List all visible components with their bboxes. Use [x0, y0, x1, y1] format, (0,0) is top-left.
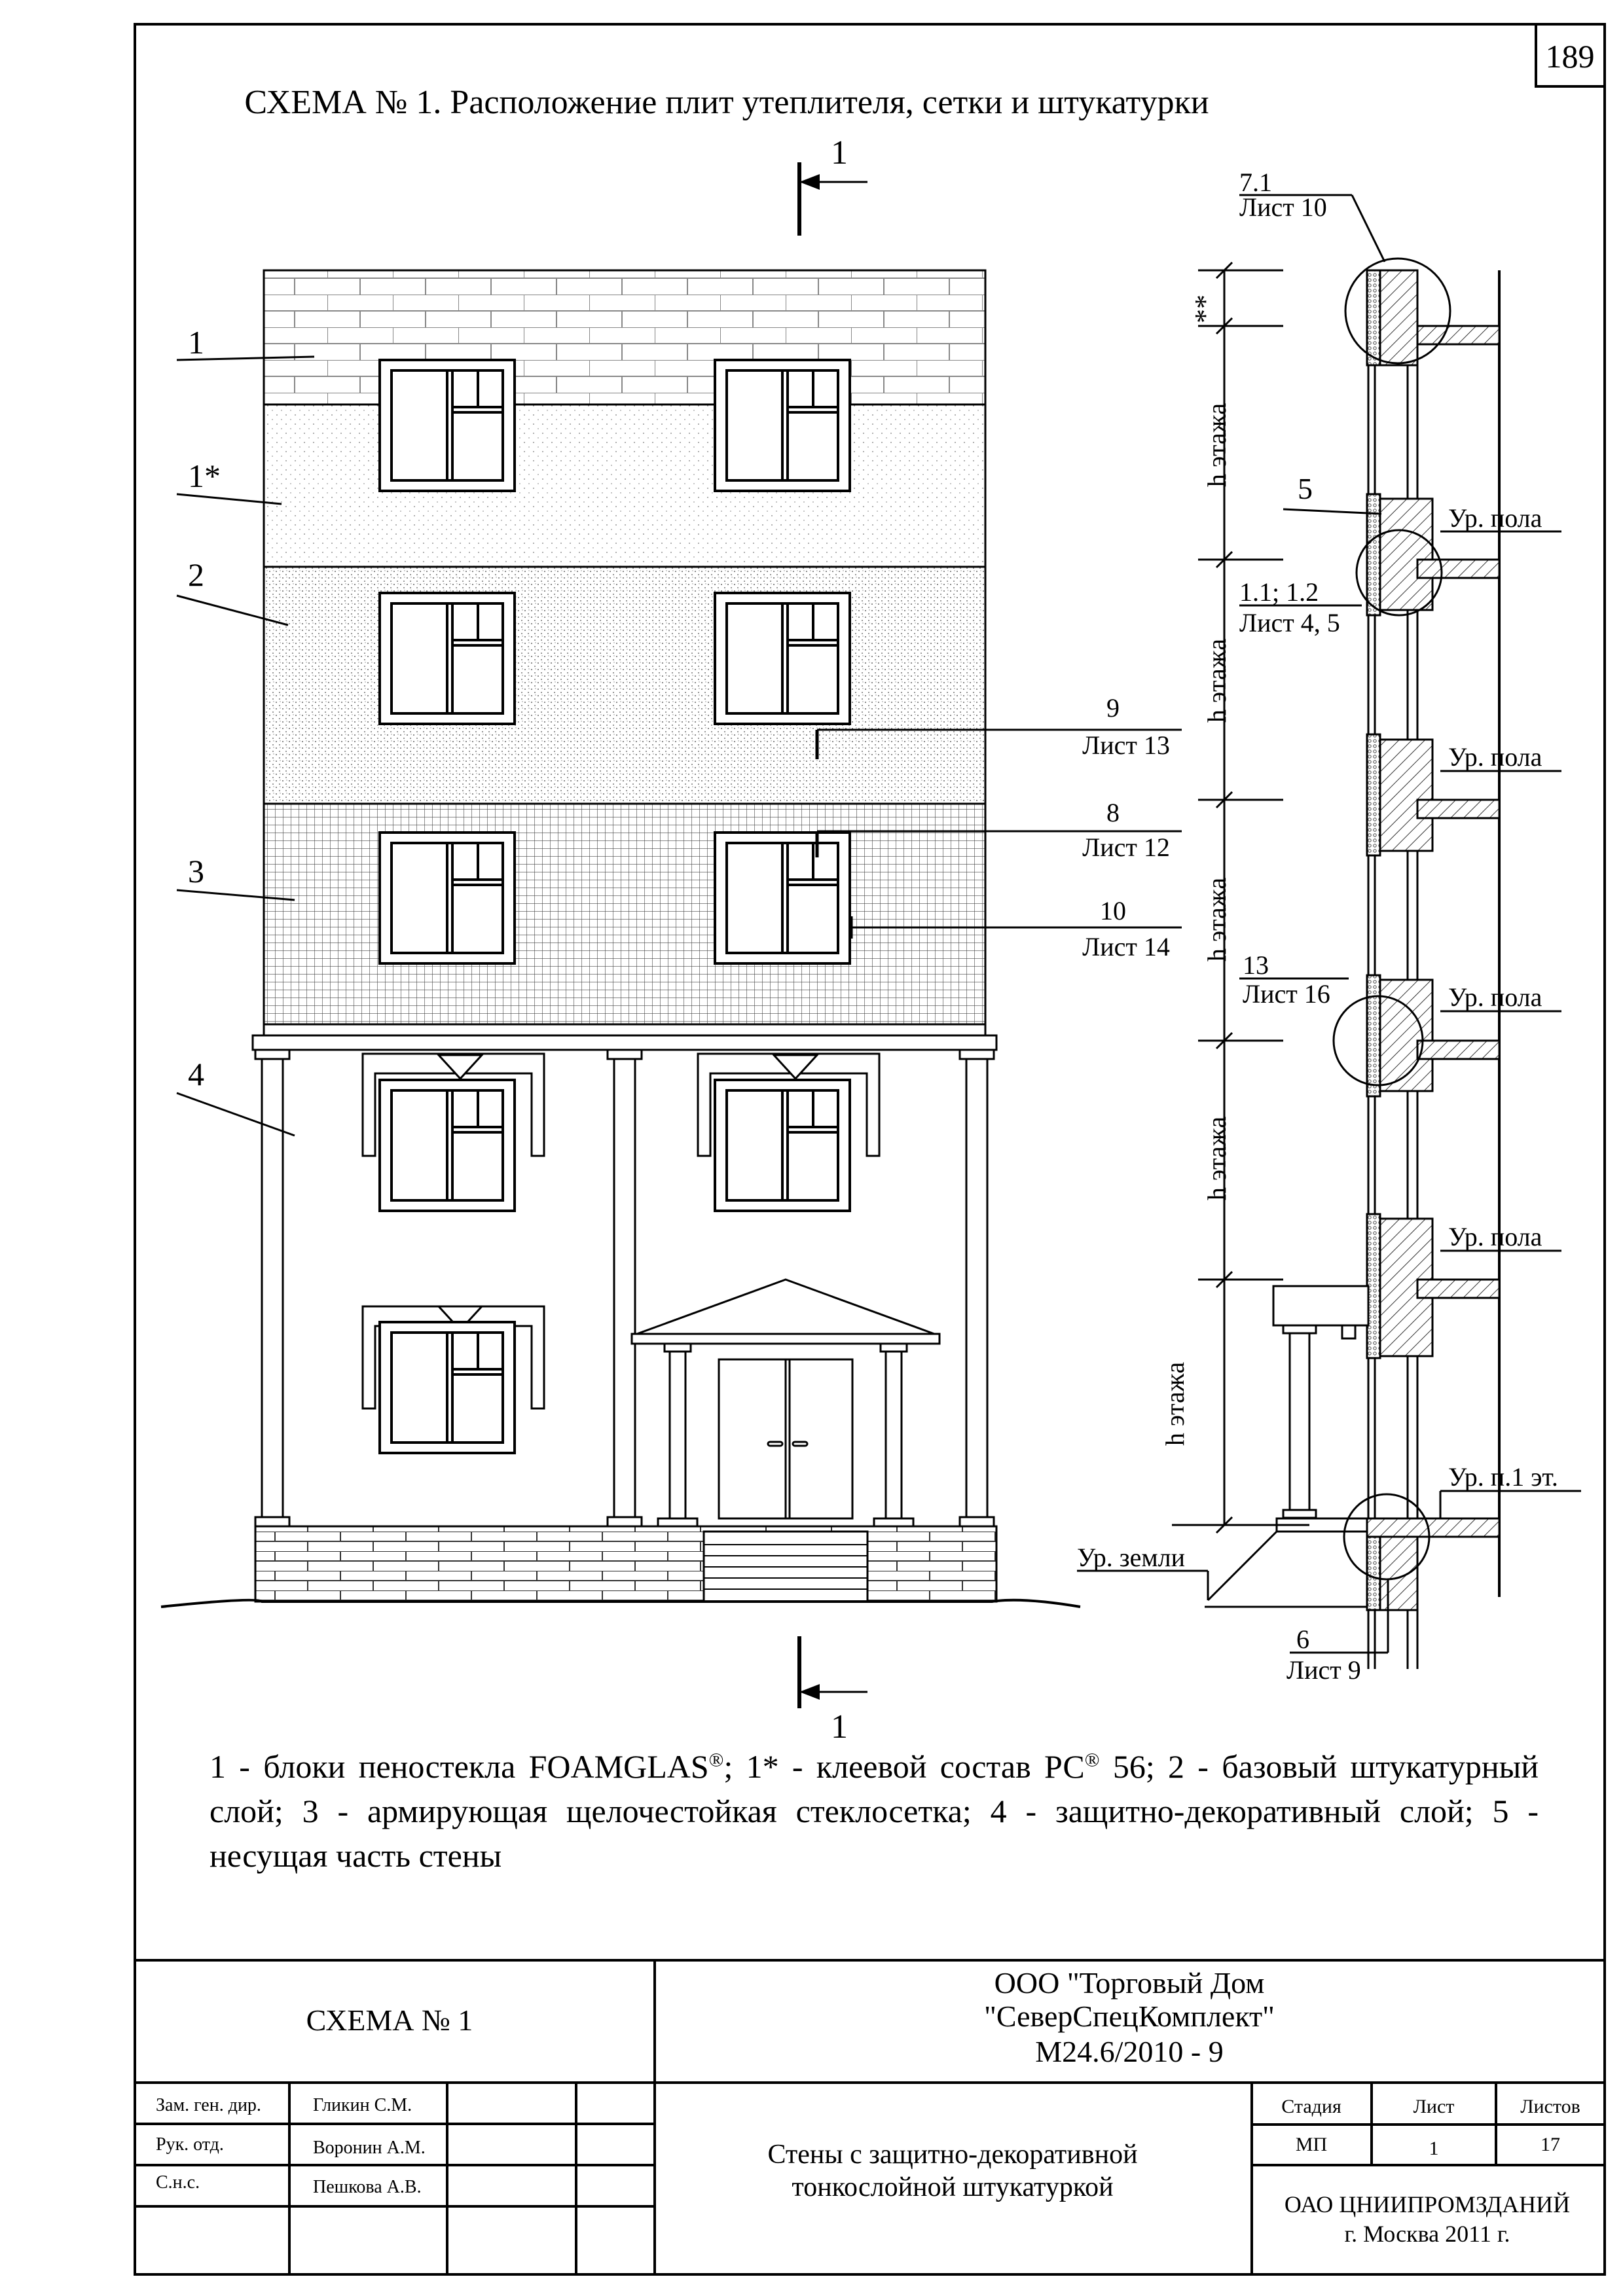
svg-text:Ур. п.1 эт.: Ур. п.1 эт. [1448, 1462, 1558, 1492]
svg-text:Лист: Лист [1413, 2096, 1455, 2117]
entrance-portico [630, 1278, 941, 1530]
cornice [251, 1034, 998, 1051]
svg-text:Стадия: Стадия [1281, 2096, 1341, 2117]
svg-text:Стены с защитно-декоративной: Стены с защитно-декоративной [767, 2140, 1137, 2170]
legend-part-1: 1 - блоки пеностекла FOAMGLAS [210, 1748, 709, 1785]
window [378, 1321, 516, 1454]
svg-text:1*: 1* [188, 457, 221, 494]
svg-text:Лист 16: Лист 16 [1243, 979, 1330, 1009]
window [714, 831, 851, 965]
window [378, 359, 516, 492]
columns [254, 1049, 995, 1528]
page-number-box [1535, 23, 1606, 88]
page-title: СХЕМА № 1. Расположение плит утеплителя,… [244, 84, 1209, 121]
svg-text:h этажа: h этажа [1202, 878, 1231, 962]
svg-text:9: 9 [1106, 693, 1120, 723]
svg-text:**: ** [1189, 295, 1221, 323]
svg-text:7.1: 7.1 [1239, 168, 1272, 197]
mesh-zone [263, 802, 987, 1026]
svg-text:h этажа: h этажа [1160, 1362, 1190, 1446]
svg-text:Ур. пола: Ур. пола [1448, 503, 1542, 533]
svg-text:Лист 4, 5: Лист 4, 5 [1239, 608, 1340, 637]
foamglas-block-zone [263, 269, 987, 406]
window [714, 1079, 851, 1212]
svg-text:1: 1 [1429, 2138, 1439, 2159]
svg-text:Листов: Листов [1520, 2096, 1580, 2117]
adhesive-zone [263, 403, 987, 568]
floor-slab-2 [1366, 733, 1501, 857]
svg-text:2: 2 [188, 556, 204, 593]
window [714, 359, 851, 492]
svg-text:1: 1 [188, 324, 204, 361]
svg-text:Ур. пола: Ур. пола [1448, 1222, 1542, 1251]
svg-text:Зам. ген. дир.: Зам. ген. дир. [156, 2095, 261, 2115]
svg-text:10: 10 [1100, 896, 1126, 925]
window [714, 592, 851, 725]
base-plaster-zone [263, 565, 987, 805]
legend-part-2: ; 1* - клеевой состав РС [723, 1748, 1085, 1785]
svg-text:С.н.с.: С.н.с. [156, 2172, 200, 2193]
svg-text:4: 4 [188, 1056, 204, 1092]
svg-text:ОАО ЦНИИПРОМЗДАНИЙ: ОАО ЦНИИПРОМЗДАНИЙ [1285, 2191, 1570, 2217]
section-mark-top: 1 [797, 134, 867, 236]
svg-text:Ур. пола: Ур. пола [1448, 742, 1542, 772]
page-number: 189 [1546, 38, 1595, 75]
svg-text:Ур. пола: Ур. пола [1448, 982, 1542, 1012]
sheet-frame [134, 23, 1606, 2276]
svg-text:h этажа: h этажа [1202, 1117, 1231, 1201]
svg-text:Ур. земли: Ур. земли [1077, 1543, 1185, 1572]
svg-text:5: 5 [1298, 472, 1313, 505]
svg-text:МП: МП [1296, 2134, 1327, 2155]
canopy [1272, 1285, 1370, 1519]
svg-text:Пешкова А.В.: Пешкова А.В. [313, 2177, 422, 2197]
svg-text:СХЕМА № 1: СХЕМА № 1 [306, 2003, 473, 2037]
window [378, 831, 516, 965]
section-labels: ** h этажа h этажа h этажа h этажа h эта… [1077, 168, 1581, 1685]
ground-line [160, 1598, 1081, 1608]
svg-text:г. Москва 2011 г.: г. Москва 2011 г. [1344, 2221, 1510, 2247]
svg-text:8: 8 [1106, 798, 1120, 827]
svg-text:6: 6 [1296, 1624, 1309, 1654]
facade-callouts: 1 1* 2 3 4 [176, 324, 315, 1137]
wall-section [1172, 257, 1501, 1669]
svg-text:Рук. отд.: Рук. отд. [156, 2134, 224, 2155]
svg-text:Гликин С.М.: Гликин С.М. [313, 2095, 412, 2115]
svg-text:Воронин А.М.: Воронин А.М. [313, 2138, 426, 2158]
svg-text:Лист 13: Лист 13 [1082, 730, 1170, 760]
registered-mark: ® [1084, 1749, 1100, 1771]
svg-text:"СеверСпецКомплект": "СеверСпецКомплект" [984, 2000, 1275, 2033]
registered-mark: ® [708, 1749, 724, 1771]
window [378, 1079, 516, 1212]
svg-text:1: 1 [831, 134, 848, 171]
svg-text:Лист 12: Лист 12 [1082, 833, 1170, 862]
floor-slab-1 [1366, 493, 1501, 617]
legend-part-3: 56; 2 - базовый штукатурный слой; 3 - ар… [210, 1748, 1539, 1874]
building-facade [160, 269, 1081, 1608]
title-block-text: СХЕМА № 1 ООО "Торговый Дом "СеверСпецКо… [156, 1966, 1580, 2247]
svg-text:13: 13 [1243, 950, 1269, 980]
base-detail [1205, 1517, 1501, 1611]
floor-slab-4 [1366, 1213, 1501, 1359]
materials-legend: 1 - блоки пеностекла FOAMGLAS®; 1* - кле… [210, 1744, 1539, 1878]
section-mark-bottom: 1 [797, 1636, 867, 1746]
svg-text:h этажа: h этажа [1202, 403, 1231, 488]
svg-text:1: 1 [831, 1708, 848, 1746]
title-block [135, 1959, 1605, 2274]
svg-text:Лист 9: Лист 9 [1286, 1655, 1361, 1685]
svg-text:1.1; 1.2: 1.1; 1.2 [1239, 577, 1319, 607]
window [378, 592, 516, 725]
svg-text:М24.6/2010 - 9: М24.6/2010 - 9 [1035, 2035, 1224, 2068]
svg-text:17: 17 [1541, 2134, 1560, 2155]
svg-text:Лист 10: Лист 10 [1239, 192, 1327, 222]
svg-text:тонкослойной штукатуркой: тонкослойной штукатуркой [792, 2172, 1113, 2202]
svg-text:ООО "Торговый Дом: ООО "Торговый Дом [994, 1966, 1265, 2000]
facade-detail-refs: 9 Лист 13 8 Лист 12 10 Лист 14 [815, 693, 1182, 961]
svg-text:3: 3 [188, 853, 204, 889]
svg-text:h этажа: h этажа [1202, 639, 1231, 723]
plinth [254, 1525, 998, 1603]
svg-text:Лист 14: Лист 14 [1082, 932, 1170, 961]
